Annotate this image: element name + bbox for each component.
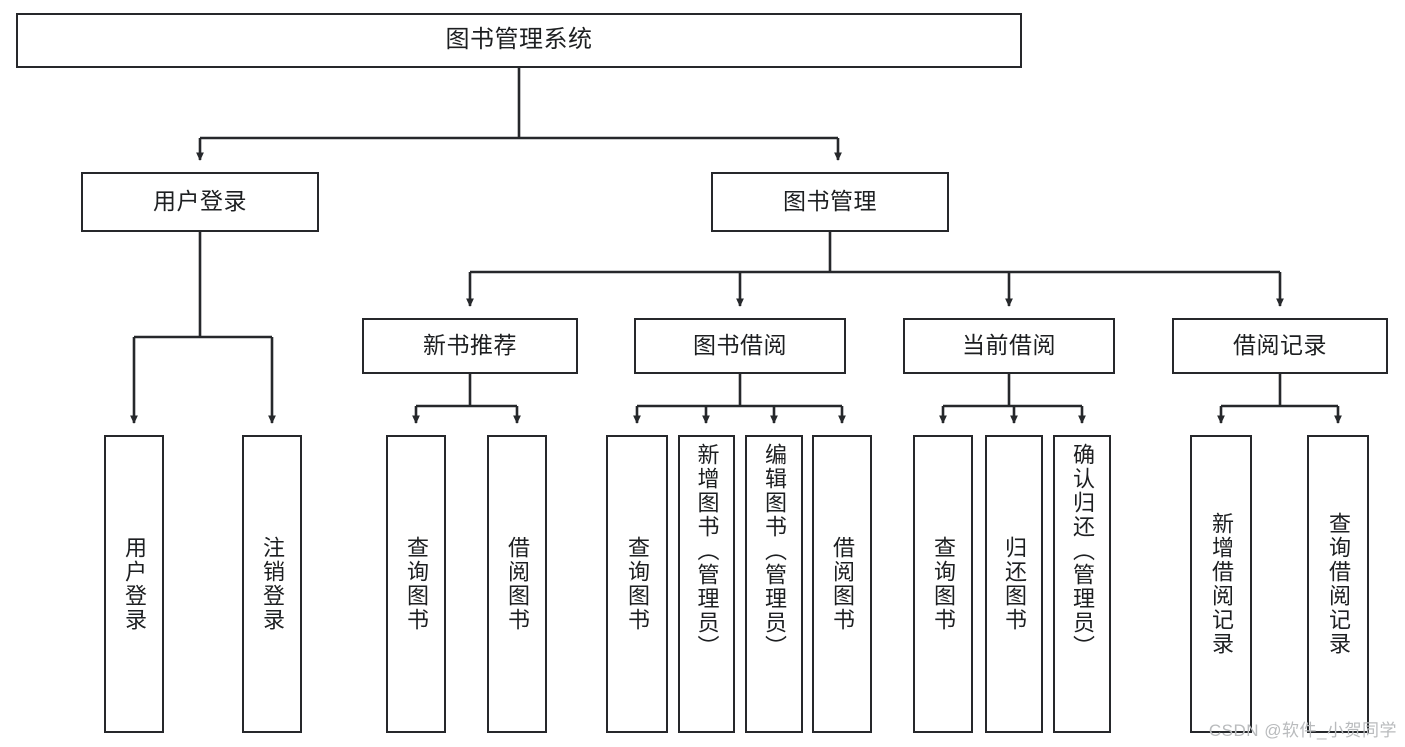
leaf-query-book-recommend[interactable]: 查询图书 [386,435,446,733]
node-label: 图书借阅 [693,332,787,359]
node-label: 借阅图书 [505,536,530,632]
leaf-add-borrow-record[interactable]: 新增借阅记录 [1190,435,1252,733]
node-label: 借阅图书 [830,536,855,632]
node-label: 借阅记录 [1233,332,1327,359]
node-label: 归还图书 [1002,536,1027,632]
leaf-logout[interactable]: 注销登录 [242,435,302,733]
node-user-login[interactable]: 用户登录 [81,172,319,232]
node-label: 图书管理 [783,188,877,215]
leaf-edit-book-admin[interactable]: 编辑图书（管理员） [745,435,803,733]
node-label: 编辑图书（管理员） [762,443,787,659]
node-label: 用户登录 [153,188,247,215]
node-book-borrow[interactable]: 图书借阅 [634,318,846,374]
leaf-confirm-return-admin[interactable]: 确认归还（管理员） [1053,435,1111,733]
leaf-return-book[interactable]: 归还图书 [985,435,1043,733]
leaf-query-book-borrow[interactable]: 查询图书 [606,435,668,733]
leaf-add-book-admin[interactable]: 新增图书（管理员） [678,435,735,733]
node-label: 查询图书 [931,536,956,632]
leaf-query-borrow-record[interactable]: 查询借阅记录 [1307,435,1369,733]
node-root-system[interactable]: 图书管理系统 [16,13,1022,68]
leaf-borrow-book-recommend[interactable]: 借阅图书 [487,435,547,733]
node-label: 当前借阅 [962,332,1056,359]
node-label: 注销登录 [260,536,285,632]
node-label: 新增图书（管理员） [694,443,720,659]
node-label: 图书管理系统 [445,26,593,54]
node-label: 查询图书 [625,536,650,632]
node-borrow-record[interactable]: 借阅记录 [1172,318,1388,374]
node-current-borrow[interactable]: 当前借阅 [903,318,1115,374]
leaf-user-login[interactable]: 用户登录 [104,435,164,733]
node-new-book-recommend[interactable]: 新书推荐 [362,318,578,374]
node-label: 新书推荐 [423,332,517,359]
leaf-query-book-current[interactable]: 查询图书 [913,435,973,733]
node-label: 确认归还（管理员） [1070,443,1095,659]
node-label: 查询借阅记录 [1326,512,1351,656]
watermark-text: CSDN @软件_小贺同学 [1208,721,1397,740]
node-book-management[interactable]: 图书管理 [711,172,949,232]
leaf-borrow-book[interactable]: 借阅图书 [812,435,872,733]
node-label: 用户登录 [122,536,147,632]
node-label: 新增借阅记录 [1209,512,1234,656]
node-label: 查询图书 [404,536,429,632]
